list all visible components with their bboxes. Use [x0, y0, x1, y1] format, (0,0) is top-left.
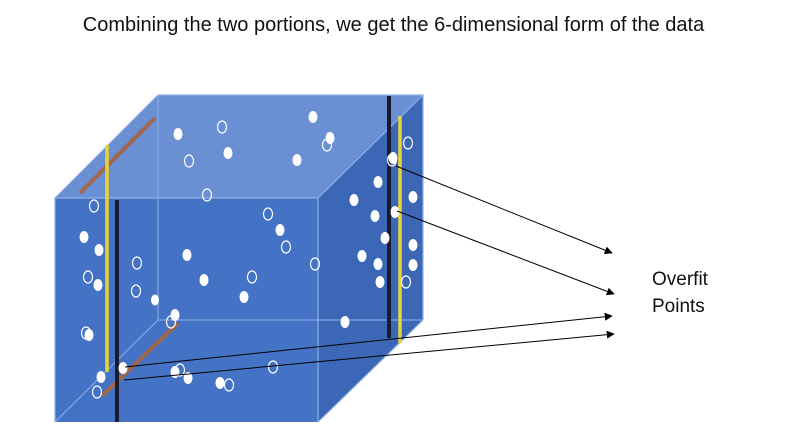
overfit-arrows [123, 165, 615, 381]
overfit-arrow-3 [124, 312, 613, 368]
brown-rod-bottom [100, 321, 180, 398]
overfit-arrow-4 [123, 330, 615, 381]
cube-top-face [55, 95, 423, 198]
overfit-points-label: Overfit Points [652, 266, 708, 320]
diagram-title: Combining the two portions, we get the 6… [82, 14, 705, 36]
cube-edges [53, 94, 425, 423]
overfit-arrow-2 [396, 210, 615, 296]
overfit-label-line2: Points [652, 296, 705, 317]
filled-data-points [79, 111, 418, 389]
brown-rod-top [78, 116, 157, 195]
overfit-label-line1: Overfit [652, 269, 708, 290]
overfit-arrow-1 [395, 165, 613, 255]
cube-side-face [318, 95, 423, 422]
hollow-data-points [80, 120, 414, 399]
